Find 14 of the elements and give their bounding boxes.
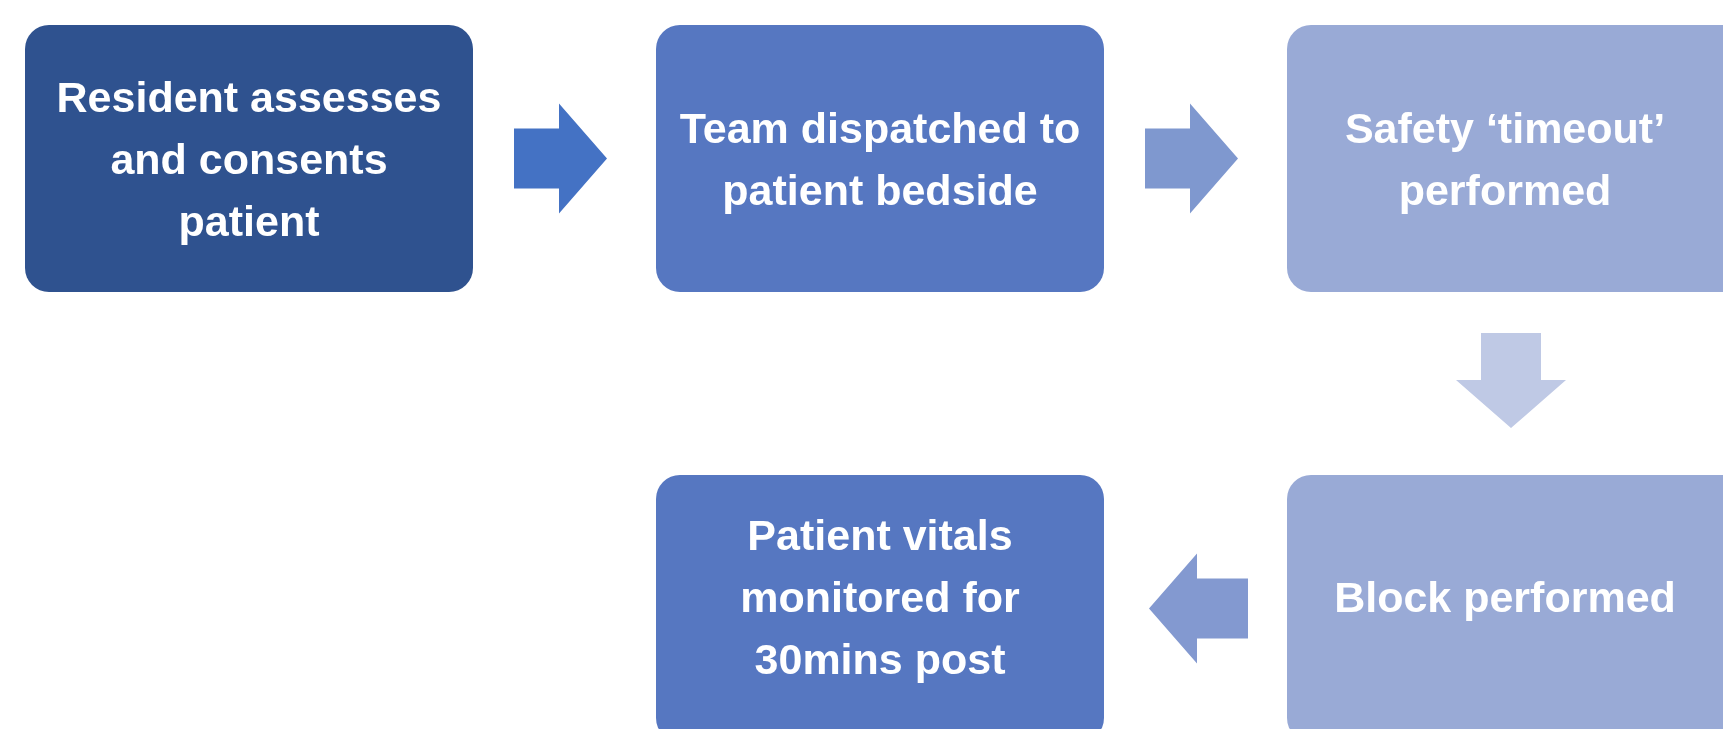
step-text: Team dispatched to patient bedside (678, 102, 1082, 216)
block-arrow (1145, 103, 1238, 214)
process-box (656, 475, 1104, 729)
step-text: Resident assesses and consents patient (55, 71, 443, 247)
process-box (1287, 475, 1723, 729)
block-arrow (514, 103, 607, 214)
block-arrow (1456, 333, 1566, 428)
step-text: Patient vitals monitored for 30mins post (739, 509, 1021, 685)
block-arrow (1149, 553, 1248, 664)
process-box (656, 25, 1104, 292)
step-text: Block performed (1334, 571, 1676, 623)
process-box (1287, 25, 1723, 292)
step-text: Safety ‘timeout’ performed (1343, 102, 1667, 216)
process-box (25, 25, 473, 292)
